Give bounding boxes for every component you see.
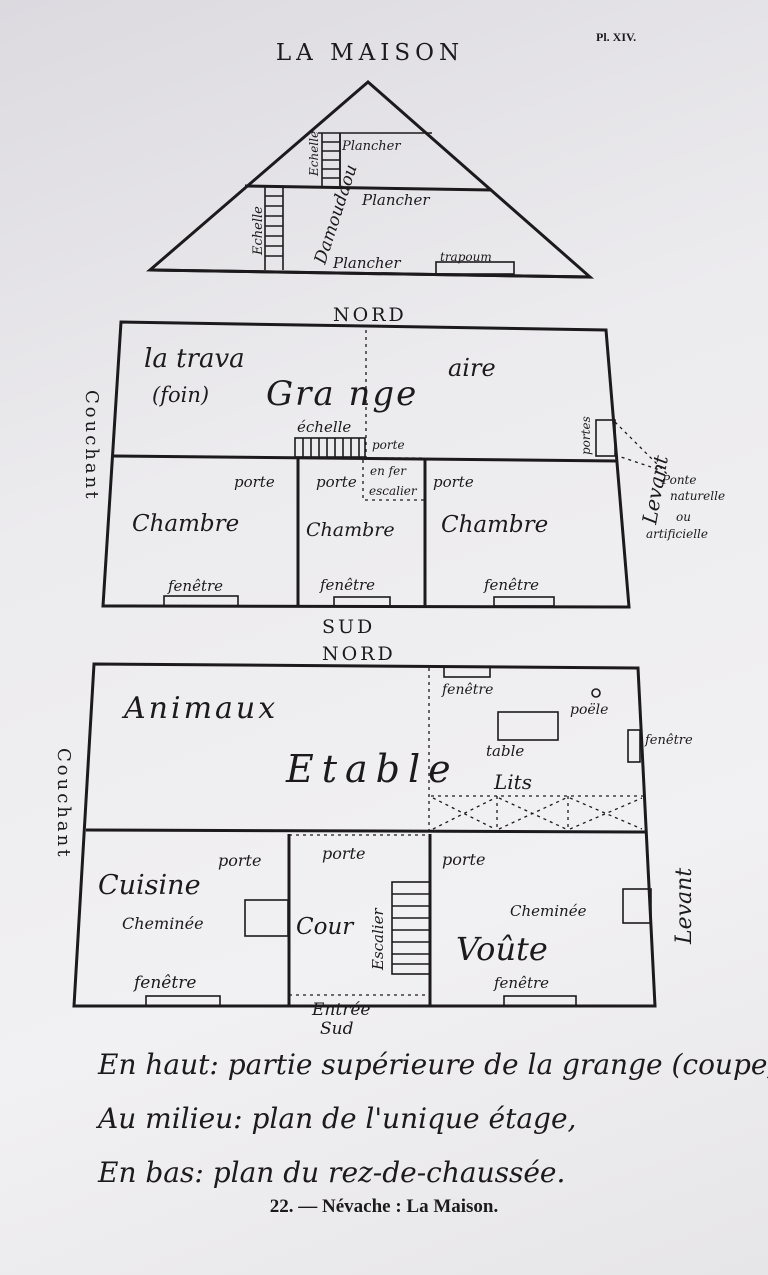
upper-window-left	[163, 595, 239, 607]
figure-footer: 22. — Névache : La Maison.	[269, 1196, 499, 1217]
upper-north-label: NORD	[333, 304, 407, 326]
roof-floor-line	[149, 268, 591, 279]
plate-number: Pl. XIV.	[596, 30, 637, 44]
portes-label: portes	[579, 416, 593, 455]
echelle-bottom-label: Echelle	[251, 206, 266, 256]
ground-window-top	[443, 666, 491, 678]
upper-porte-right-label: porte	[433, 473, 474, 491]
etable-label: Etable	[285, 747, 459, 791]
staircase	[391, 881, 431, 975]
upper-window-right	[493, 596, 555, 607]
ground-west-label: Couchant	[53, 748, 74, 859]
upper-south-label: SUD	[322, 616, 375, 638]
echelle-top-label: Echelle	[307, 131, 321, 177]
ground-cross-wall	[85, 828, 646, 834]
upper-ladder	[321, 133, 341, 186]
upper-porte-left-label: porte	[234, 473, 275, 491]
upper-west-label: Couchant	[81, 390, 102, 501]
grange-ladder	[294, 437, 366, 458]
caption-line-2: Au milieu: plan de l'unique étage,	[98, 1102, 577, 1135]
poele-shape	[591, 688, 601, 698]
roof-section: Echelle Plancher Damoudaou Plancher Eche…	[146, 80, 595, 279]
lower-ladder	[264, 186, 284, 270]
ground-escalier-label: Escalier	[369, 908, 387, 971]
caption: En haut: partie supérieure de la grange …	[98, 1038, 768, 1200]
ground-window-east	[627, 729, 641, 763]
bridge-dotted-line-upper	[614, 421, 669, 476]
caption-line-1: En haut: partie supérieure de la grange …	[98, 1048, 768, 1081]
ground-fenetre-left-label: fenêtre	[132, 973, 196, 993]
ponte-label-4: artificielle	[646, 527, 708, 541]
cheminee-right-shape	[622, 888, 652, 924]
ground-porte-middle-label: porte	[322, 844, 365, 863]
ponte-label-3: ou	[676, 510, 691, 524]
ground-window-left	[145, 995, 221, 1007]
cheminee-left-shape	[244, 899, 289, 937]
poele-label: poële	[570, 702, 608, 718]
chambre-left-label: Chambre	[132, 511, 239, 537]
grange-label: Gra nge	[266, 374, 418, 414]
lits-label: Lits	[493, 770, 532, 794]
table-label: table	[486, 742, 524, 760]
upper-floor-plan: NORD SUD Couchant Levant la	[81, 304, 725, 638]
la-trava-label: la trava	[144, 344, 245, 374]
ground-fenetre-east-label: fenêtre	[644, 733, 693, 748]
bridge-dotted-line-lower	[614, 454, 661, 471]
upper-escalier-label: escalier	[369, 484, 418, 498]
ground-window-right	[503, 995, 577, 1007]
animaux-label: Animaux	[121, 691, 278, 726]
grange-echelle-label: échelle	[297, 418, 351, 436]
en-fer-label: en fer	[370, 464, 407, 478]
ponte-label-1: Ponte	[661, 473, 696, 487]
ground-east-label: Levant	[672, 868, 697, 945]
ground-fenetre-right-label: fenêtre	[493, 974, 549, 992]
ground-south-label: Sud	[320, 1019, 354, 1039]
ground-fenetre-top-label: fenêtre	[441, 682, 493, 698]
ground-floor-plan: NORD Couchant Levant	[53, 643, 697, 1039]
chambre-middle-label: Chambre	[306, 519, 395, 541]
entree-label: Entrée	[311, 1000, 370, 1020]
plancher-bottom-label: Plancher	[332, 254, 401, 272]
cuisine-label: Cuisine	[98, 870, 201, 901]
aire-label: aire	[448, 354, 496, 382]
ground-porte-left-label: porte	[218, 851, 261, 870]
foin-label: (foin)	[152, 383, 209, 407]
plancher-top-label: Plancher	[341, 139, 401, 154]
trapoum-hatch	[435, 261, 515, 275]
upper-fenetre-right-label: fenêtre	[483, 576, 539, 594]
upper-fenetre-left-label: fenêtre	[167, 577, 223, 595]
porte-en-fer-box	[362, 457, 426, 501]
ground-north-label: NORD	[322, 643, 396, 665]
upper-window-middle	[333, 596, 391, 607]
middle-plancher-line	[244, 184, 493, 192]
upper-porte-middle-label: porte	[316, 473, 357, 491]
portes-box	[595, 419, 616, 457]
lits-dashed-grid	[431, 795, 645, 830]
caption-line-3: En bas: plan du rez-de-chaussée.	[98, 1156, 566, 1189]
ground-porte-right-label: porte	[442, 850, 485, 869]
roof-outline	[146, 80, 595, 279]
page-title: LA MAISON	[275, 40, 465, 66]
cheminee-left-label: Cheminée	[122, 914, 204, 933]
upper-floor-outline	[101, 320, 631, 609]
upper-fenetre-middle-label: fenêtre	[319, 576, 375, 594]
ponte-label-2: naturelle	[670, 489, 725, 503]
voute-label: Voûte	[456, 930, 548, 968]
table-shape	[497, 711, 559, 741]
cour-label: Cour	[296, 914, 355, 940]
chambre-right-label: Chambre	[441, 512, 548, 538]
plancher-middle-label: Plancher	[361, 191, 430, 209]
trapoum-label: trapoum	[440, 250, 492, 264]
porte-label: porte	[372, 438, 405, 452]
cheminee-right-label: Cheminée	[510, 902, 587, 920]
